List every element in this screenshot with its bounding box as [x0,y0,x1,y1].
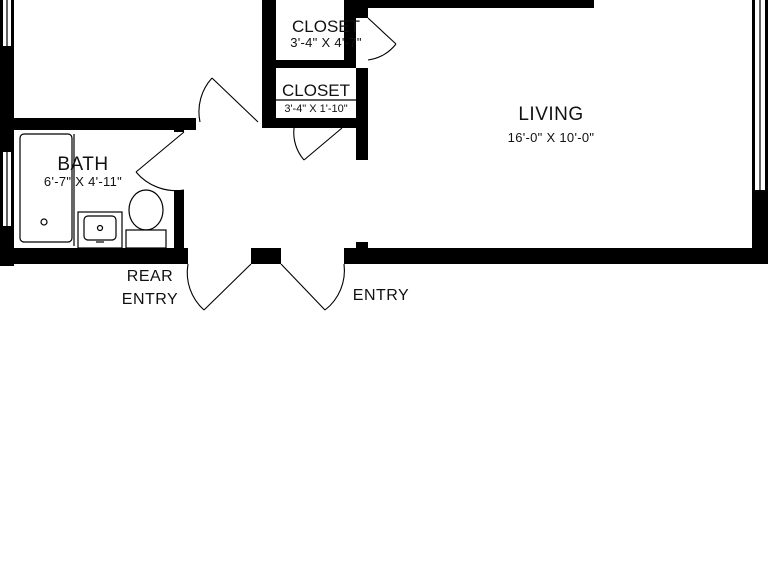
living-top-wall [368,0,594,8]
closet1-name: CLOSET [292,17,360,36]
bath-fixtures [19,133,167,249]
living-left-stub [356,242,368,250]
bath-dims: 6'-7" X 4'-11" [44,174,122,189]
rear-entry-door [186,263,252,311]
living-name: LIVING [518,104,583,125]
hall-door-upper [198,77,259,123]
labels: LIVING 16'-0" X 10'-0" BATH 6'-7" X 4'-1… [44,17,594,308]
sink [77,211,123,249]
rear-entry-label-line2: ENTRY [122,291,178,308]
bottom-wall-post [251,248,281,264]
bath-top-stub [174,118,184,132]
bath-door [135,131,185,192]
living-left-wall-2 [356,68,368,160]
living-dims: 16'-0" X 10'-0" [508,130,595,145]
sink-drain-icon [96,224,104,232]
entry-label: ENTRY [353,287,409,304]
toilet-bowl [128,189,164,231]
bathtub [19,133,73,243]
closet2-door [293,127,343,161]
tub-drain-icon [40,218,48,226]
closet-mid-wall [344,0,356,60]
closet2-name: CLOSET [282,81,350,100]
rear-entry-label-line1: REAR [127,268,173,285]
doors [135,17,397,311]
bottom-wall-right [344,248,768,264]
closet2-right-stub [342,118,356,128]
bath-name: BATH [57,154,108,175]
closet1-dims: 3'-4" X 4'-7" [290,35,362,50]
closet2-dims: 3'-4" X 1'-10" [284,103,347,115]
living-left-wall [356,0,368,18]
bottom-wall-left [0,248,188,264]
closet1-door [367,17,397,61]
toilet-tank [125,229,167,249]
closet2-bottom-wall [262,118,356,128]
bath-top-wall [0,118,196,130]
walls [0,0,768,266]
closet-divider [262,60,356,68]
bath-right-wall [174,190,184,250]
entry-door [280,263,345,311]
